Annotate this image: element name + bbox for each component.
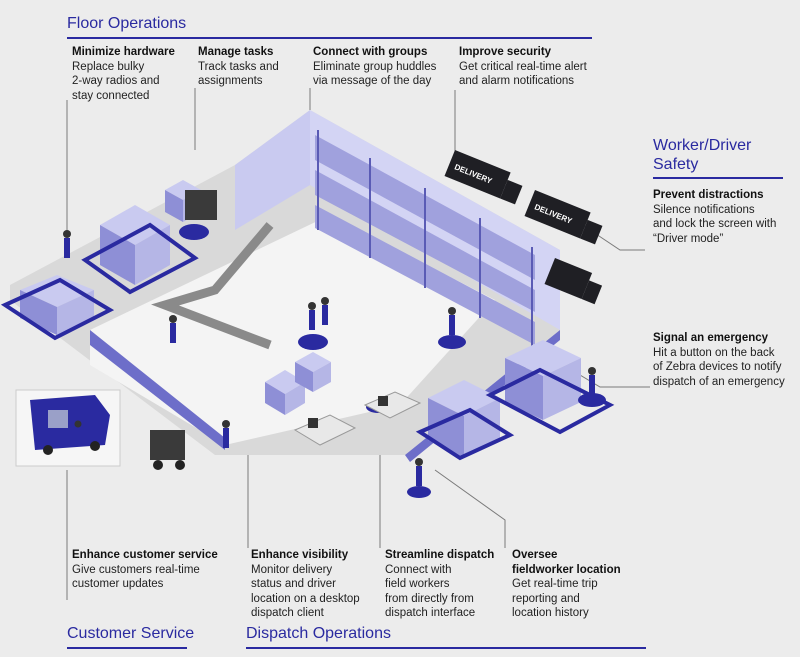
- section-worker-safety: Worker/Driver Safety: [653, 137, 752, 173]
- customer-service-rule: [67, 647, 187, 649]
- callout-body: Eliminate group huddles via message of t…: [313, 60, 437, 88]
- dispatch-operations-rule: [246, 647, 646, 649]
- callout-title: Improve security: [459, 46, 552, 58]
- callout-minimize-hardware: Minimize hardware Replace bulky 2-way ra…: [72, 45, 175, 103]
- callout-body: Silence notifications and lock the scree…: [653, 203, 777, 245]
- callout-manage-tasks: Manage tasks Track tasks and assignments: [198, 45, 279, 89]
- shelving-racks: [315, 130, 535, 347]
- customer-van-inset: [15, 389, 121, 467]
- callout-body: Monitor delivery status and driver locat…: [251, 563, 360, 620]
- section-customer-service: Customer Service: [67, 625, 195, 642]
- callout-title: Prevent distractions: [653, 189, 764, 201]
- callout-body: Give customers real-time customer update…: [72, 563, 200, 591]
- connector-lines: [66, 88, 650, 600]
- callout-title: Connect with groups: [313, 46, 428, 58]
- section-floor-operations: Floor Operations: [67, 15, 187, 32]
- callout-oversee-location: Oversee fieldworker location Get real-ti…: [512, 548, 621, 621]
- callout-title: Oversee fieldworker location: [512, 549, 621, 576]
- floor-zones: [0, 222, 615, 461]
- floor-operations-rule: [67, 37, 592, 39]
- left-wall: [235, 110, 310, 230]
- callout-improve-security: Improve security Get critical real-time …: [459, 45, 587, 89]
- floor-inner: [90, 215, 495, 445]
- callout-body: Get real-time trip reporting and locatio…: [512, 578, 598, 619]
- section-dispatch-operations: Dispatch Operations: [246, 625, 391, 642]
- callout-signal-emergency: Signal an emergency Hit a button on the …: [653, 331, 785, 389]
- callout-title: Minimize hardware: [72, 46, 175, 58]
- callout-body: Replace bulky 2-way radios and stay conn…: [72, 60, 160, 102]
- callout-title: Manage tasks: [198, 46, 274, 58]
- callout-title: Streamline dispatch: [385, 549, 495, 561]
- delivery-trucks: DELIVERY DELIVERY: [444, 150, 603, 305]
- callout-body: Track tasks and assignments: [198, 60, 279, 88]
- dispatch-desks: [293, 391, 422, 446]
- callout-title: Enhance customer service: [72, 549, 218, 561]
- callout-customer-service: Enhance customer service Give customers …: [72, 548, 218, 592]
- callout-body: Hit a button on the back of Zebra device…: [653, 346, 785, 388]
- conveyor-belt: [151, 222, 274, 350]
- callout-title: Signal an emergency: [653, 332, 769, 344]
- callout-prevent-distractions: Prevent distractions Silence notificatio…: [653, 188, 776, 246]
- callout-title: Enhance visibility: [251, 549, 349, 561]
- callout-body: Get critical real-time alert and alarm n…: [459, 60, 587, 88]
- callout-enhance-visibility: Enhance visibility Monitor delivery stat…: [251, 548, 360, 621]
- forklifts: [150, 190, 217, 470]
- callout-streamline-dispatch: Streamline dispatch Connect with field w…: [385, 548, 494, 621]
- front-wall: [90, 330, 225, 450]
- callout-body: Connect with field workers from directly…: [385, 563, 476, 620]
- worker-safety-rule: [653, 177, 783, 179]
- workers: [63, 230, 596, 486]
- callout-connect-groups: Connect with groups Eliminate group hudd…: [313, 45, 436, 89]
